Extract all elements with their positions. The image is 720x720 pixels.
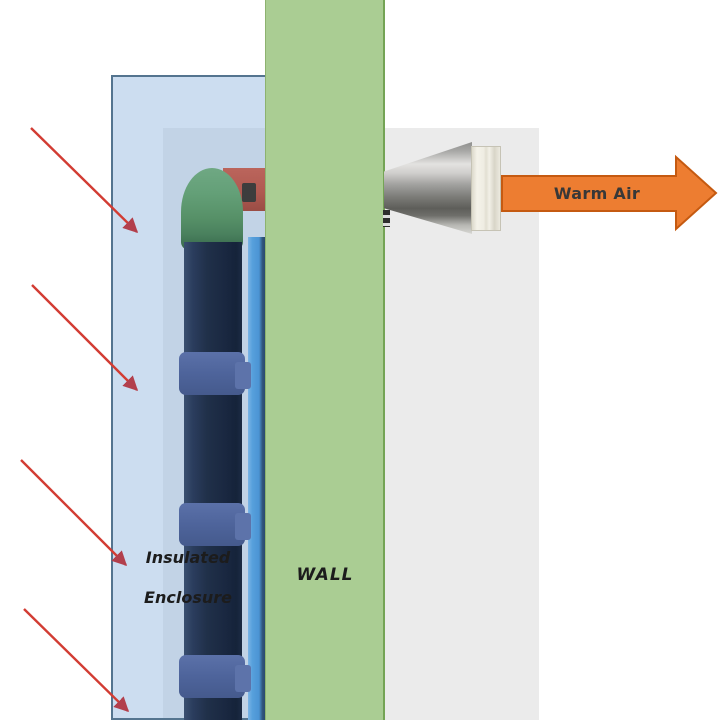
enclosure-label-line1: Insulated — [145, 548, 231, 567]
heat-pipe-tube — [184, 242, 242, 720]
pipe-clamp-middle — [179, 503, 251, 546]
pipe-clamp-top — [179, 352, 251, 395]
absorber-channel-strip — [248, 237, 265, 720]
heat-pipe-cap — [181, 168, 243, 250]
warm-air-label: Warm Air — [553, 184, 641, 203]
wall-mount-clip — [383, 210, 390, 227]
diffuser-flange — [471, 146, 501, 231]
manifold-sensor-block — [242, 183, 256, 202]
pipe-clamp-bottom — [179, 655, 251, 698]
wall-panel — [265, 0, 385, 720]
wall-label: WALL — [296, 565, 354, 585]
enclosure-label-line2: Enclosure — [144, 588, 232, 607]
